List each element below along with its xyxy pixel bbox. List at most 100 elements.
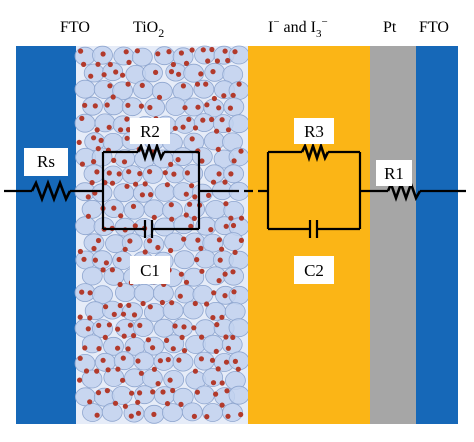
dye-dot <box>225 57 231 64</box>
label-c1-text: C1 <box>140 261 160 280</box>
dye-dot <box>164 182 170 188</box>
dye-dot <box>81 256 87 262</box>
dye-dot <box>231 158 237 164</box>
dye-dot <box>94 412 100 418</box>
dye-dot <box>124 135 130 141</box>
dye-dot <box>83 368 90 374</box>
dye-dot <box>225 345 231 351</box>
dye-dot <box>145 337 151 343</box>
dye-dot <box>224 388 230 394</box>
dye-dot <box>194 81 201 87</box>
tio2-particle <box>228 45 250 65</box>
dye-dot <box>131 312 138 318</box>
dye-dot <box>194 389 200 395</box>
dye-dot <box>211 290 217 296</box>
dye-dot <box>118 127 124 133</box>
dye-dot <box>110 94 116 100</box>
pt-layer <box>370 46 416 424</box>
dye-dot <box>82 345 88 351</box>
tio2-particle <box>172 387 194 407</box>
dye-dot <box>216 278 222 284</box>
dye-dot <box>176 357 182 363</box>
tio2-particle <box>82 403 103 422</box>
dye-dot <box>103 304 109 310</box>
dye-dot <box>120 72 126 78</box>
dye-dot <box>222 179 228 185</box>
header-tio2: TiO2 <box>133 19 164 40</box>
dye-dot <box>165 357 171 363</box>
dye-dot <box>88 73 94 79</box>
dye-dot <box>181 236 187 242</box>
dye-dot <box>223 334 229 340</box>
tio2-particle <box>102 62 124 82</box>
tio2-particle <box>172 352 194 372</box>
dye-dot <box>192 300 198 307</box>
dye-dot <box>222 293 228 299</box>
dye-dot <box>194 257 200 263</box>
dye-dot <box>147 238 153 244</box>
dye-dot <box>223 223 229 229</box>
dye-dot <box>222 48 228 54</box>
dye-dot <box>115 345 121 351</box>
tio2-particle <box>133 283 155 303</box>
dye-dot <box>95 146 101 152</box>
dye-dot <box>227 105 233 111</box>
dye-dot <box>230 269 236 275</box>
dye-dot <box>125 102 131 108</box>
tio2-particle <box>113 183 135 203</box>
dye-dot <box>148 192 154 198</box>
dye-dot <box>192 125 199 131</box>
dye-dot <box>129 390 135 396</box>
dye-dot <box>121 159 128 165</box>
dye-dot <box>169 216 175 222</box>
dye-dot <box>116 256 122 263</box>
dye-dot <box>210 380 217 386</box>
dye-dot <box>238 237 244 243</box>
dye-dot <box>200 117 206 123</box>
dye-dot <box>106 124 112 130</box>
dye-dot <box>204 102 210 108</box>
dye-dot <box>115 366 121 372</box>
tio2-particle <box>181 402 203 422</box>
tio2-particle <box>205 200 227 219</box>
dye-dot <box>187 201 193 207</box>
dye-dot <box>172 323 178 329</box>
layer-headers: FTO TiO2 I− and I3− Pt FTO <box>60 16 449 40</box>
dye-dot <box>125 127 132 133</box>
header-electrolyte-i3-subscript: 3 <box>316 28 322 40</box>
tio2-dye-dots <box>76 46 245 420</box>
label-rs-text: Rs <box>37 152 55 171</box>
tio2-particle <box>224 302 246 322</box>
dye-dot <box>109 267 115 273</box>
dye-dot <box>208 227 214 233</box>
dye-dot <box>91 159 97 165</box>
dye-dot <box>124 183 130 189</box>
dye-dot <box>198 71 204 77</box>
dye-dot <box>115 326 121 332</box>
dye-dot <box>111 311 117 317</box>
dye-dot <box>81 61 87 67</box>
dye-dot <box>140 300 146 307</box>
tio2-particle <box>154 182 176 202</box>
dye-dot <box>238 148 244 154</box>
header-electrolyte: I− and I3− <box>268 16 328 40</box>
dye-dot <box>236 81 242 87</box>
label-c1: C1 <box>130 256 170 284</box>
dye-dot <box>181 348 188 354</box>
resistor-rs <box>30 179 72 203</box>
tio2-particle <box>228 385 250 405</box>
dye-dot <box>170 346 176 352</box>
label-r3: R3 <box>294 118 334 144</box>
dye-dot <box>222 271 228 277</box>
tio2-particle <box>223 97 245 117</box>
tio2-particle <box>132 318 154 337</box>
dye-dot <box>195 104 201 110</box>
dye-dot <box>191 325 197 331</box>
tio2-particle <box>142 63 163 83</box>
dye-dot <box>139 82 145 88</box>
dye-dot <box>92 257 98 263</box>
tio2-particle <box>83 63 105 83</box>
dye-dot <box>131 333 137 339</box>
dye-dot <box>191 413 197 419</box>
